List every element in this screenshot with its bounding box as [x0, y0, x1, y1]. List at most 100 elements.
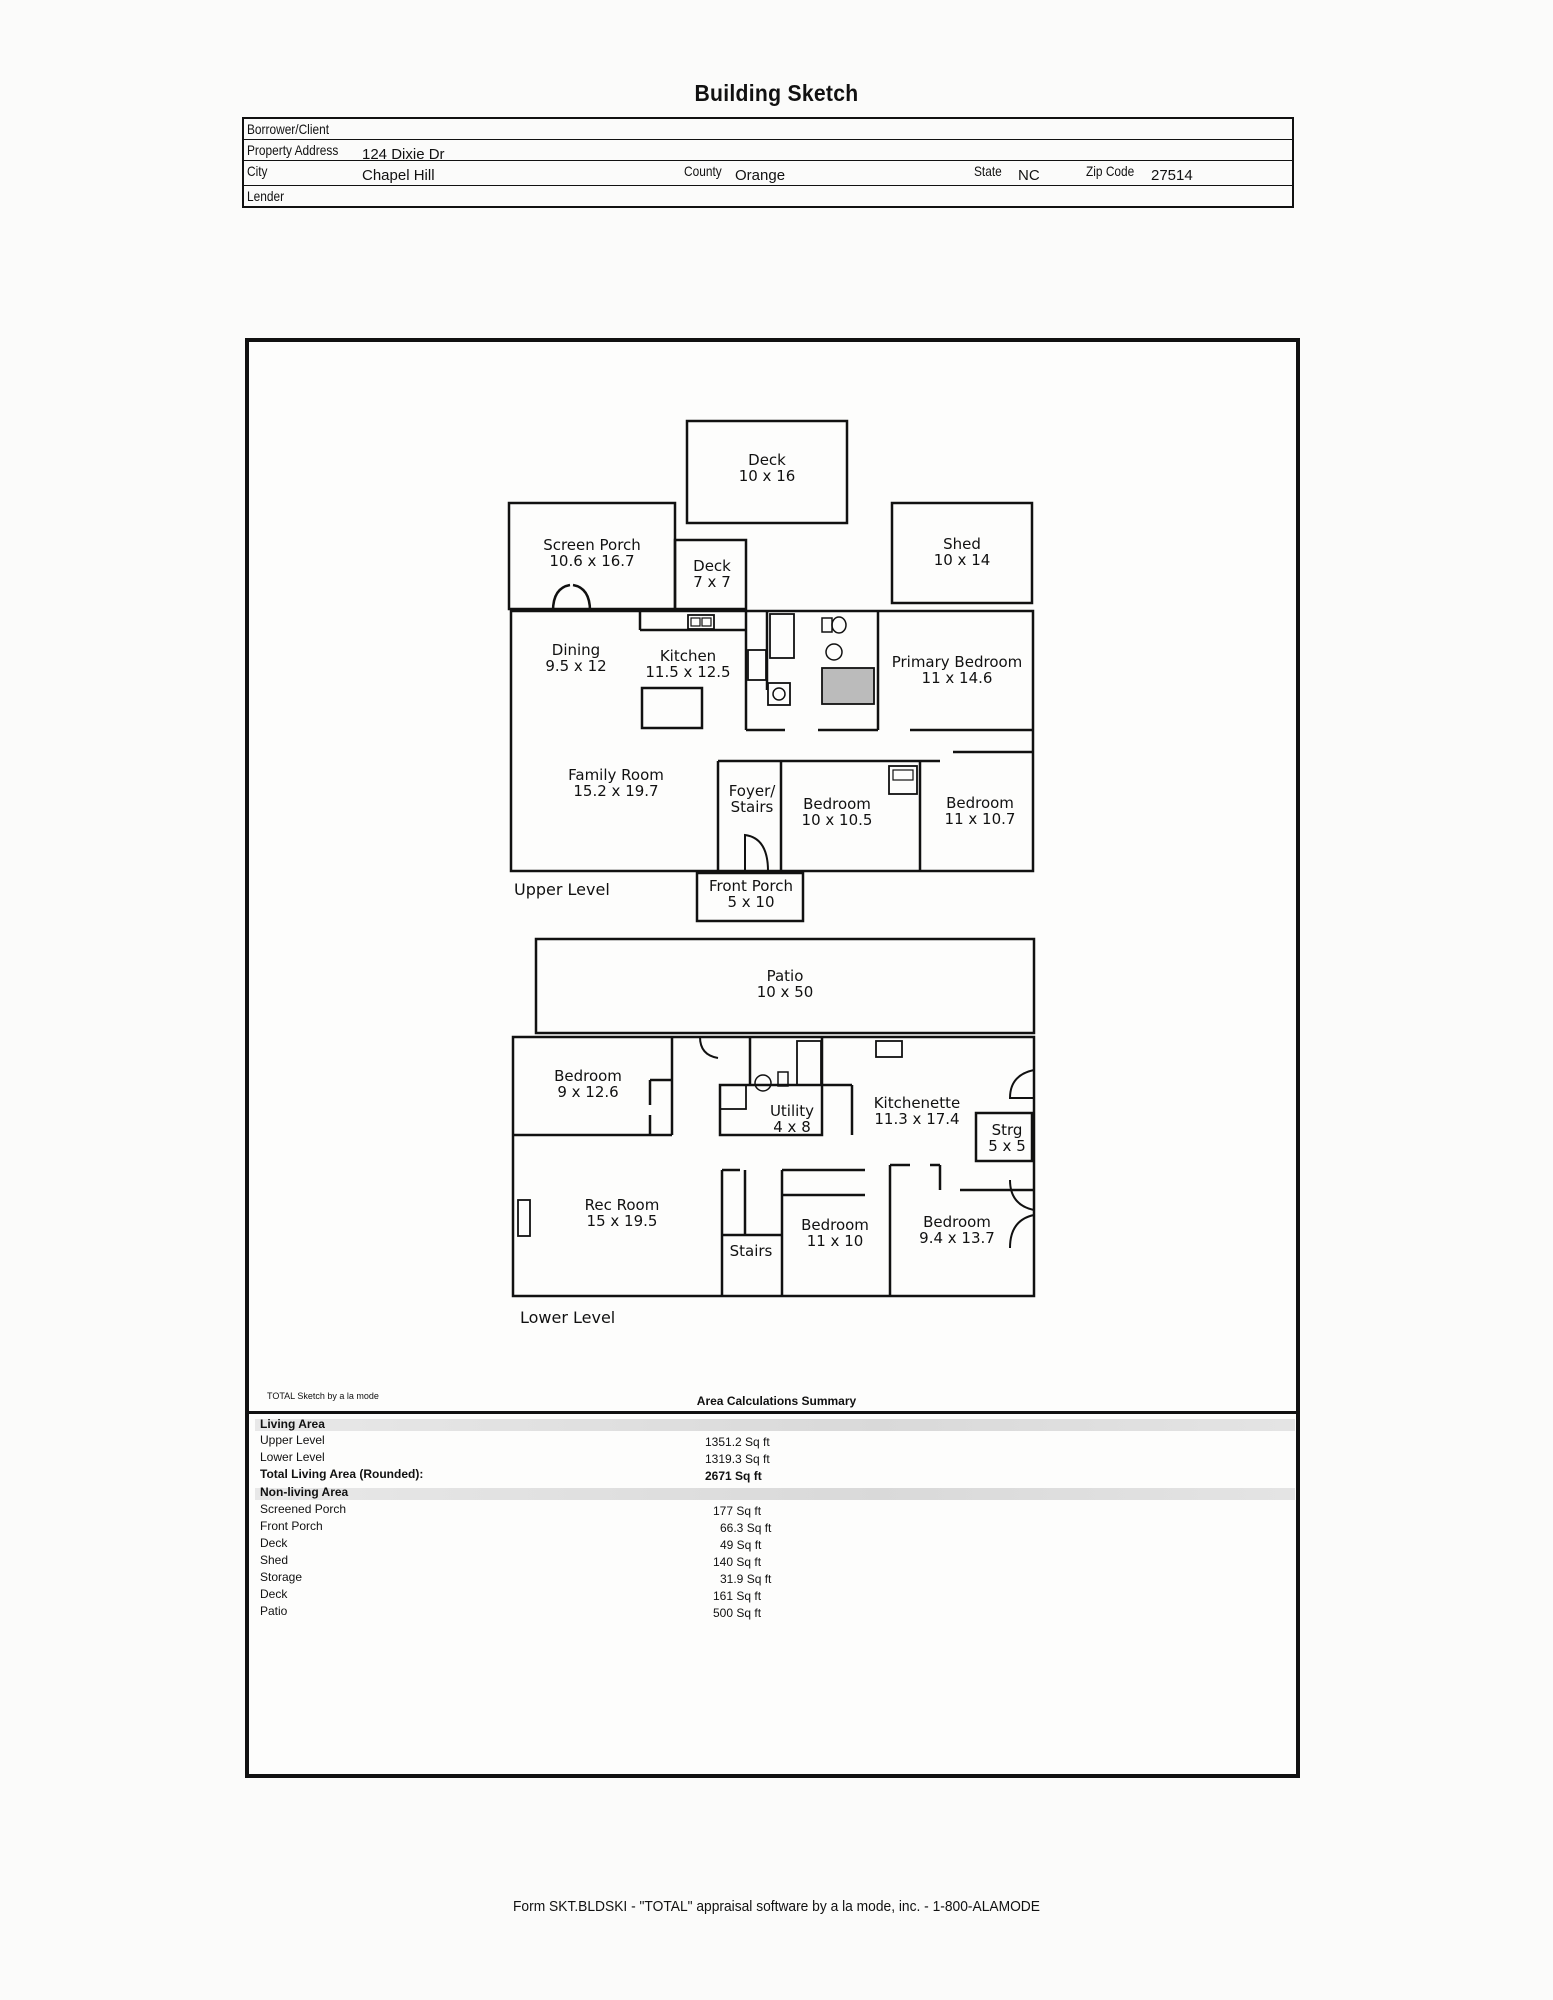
- patio-area-value: 500 Sq ft: [713, 1606, 762, 1620]
- room-kitchenette-dims: 11.3 x 17.4: [874, 1110, 959, 1128]
- lower-level-area-label: Lower Level: [260, 1450, 325, 1464]
- room-dining-dims: 9.5 x 12: [545, 657, 606, 675]
- room-deck-top-dims: 10 x 16: [739, 467, 796, 485]
- lower-house-outline: [511, 1035, 1036, 1298]
- room-foyer-dims: Stairs: [731, 798, 774, 816]
- living-band: [255, 1419, 1295, 1431]
- room-screen-porch-dims: 10.6 x 16.7: [549, 552, 634, 570]
- county-label: County: [684, 163, 722, 179]
- room-storage-dims: 5 x 5: [988, 1137, 1026, 1155]
- city-value: Chapel Hill: [362, 167, 435, 184]
- state-value: NC: [1018, 167, 1040, 184]
- property-info-table: Borrower/Client Property Address 124 Dix…: [242, 117, 1294, 208]
- total-living-label: Total Living Area (Rounded):: [260, 1467, 424, 1481]
- room-family-room-name: Family Room: [568, 766, 664, 784]
- room-screen-porch-name: Screen Porch: [543, 536, 641, 554]
- room-bedroom-low1-name: Bedroom: [554, 1067, 622, 1085]
- shed-area-value: 140 Sq ft: [713, 1555, 762, 1569]
- deck-area-label: Deck: [260, 1536, 288, 1550]
- address-row: Property Address 124 Dixie Dr: [244, 140, 1292, 163]
- room-deck-small-dims: 7 x 7: [693, 573, 731, 591]
- room-bedroom-low2-name: Bedroom: [801, 1216, 869, 1234]
- room-patio-dims: 10 x 50: [757, 983, 814, 1001]
- room-bedroom-up1-name: Bedroom: [803, 795, 871, 813]
- room-patio-name: Patio: [767, 967, 804, 985]
- upper-level-label: Upper Level: [514, 880, 610, 899]
- room-rec-room-name: Rec Room: [585, 1196, 660, 1214]
- nonliving-header: Non-living Area: [260, 1485, 349, 1499]
- nonliving-band: [255, 1488, 1295, 1500]
- storage-area-label: Storage: [260, 1570, 303, 1584]
- lender-label: Lender: [247, 188, 285, 204]
- room-bedroom-low3-name: Bedroom: [923, 1213, 991, 1231]
- room-bedroom-up2-name: Bedroom: [946, 794, 1014, 812]
- sketch-frame: [245, 338, 1300, 1778]
- form-footer: Form SKT.BLDSKI - "TOTAL" appraisal soft…: [513, 1898, 1040, 1915]
- room-kitchen-dims: 11.5 x 12.5: [645, 663, 730, 681]
- sketch-credit: TOTAL Sketch by a la mode: [267, 1391, 379, 1401]
- room-dining-name: Dining: [552, 641, 600, 659]
- room-family-room-dims: 15.2 x 19.7: [573, 782, 658, 800]
- deck2-area-label: Deck: [260, 1587, 288, 1601]
- deck-top-outline: [685, 419, 849, 525]
- room-front-porch-name: Front Porch: [709, 877, 793, 895]
- lower-level-label: Lower Level: [520, 1308, 615, 1327]
- room-utility-dims: 4 x 8: [773, 1118, 811, 1136]
- front-porch-outline: [695, 871, 805, 923]
- floor-plan: Deck 10 x 16 Screen Porch 10.6 x 16.7 De…: [507, 419, 1036, 1327]
- zip-label: Zip Code: [1086, 163, 1135, 179]
- lender-row: Lender: [244, 186, 1292, 206]
- storage-area-value: 31.9 Sq ft: [720, 1572, 772, 1586]
- screened-porch-value: 177 Sq ft: [713, 1504, 762, 1518]
- address-label: Property Address: [247, 142, 339, 158]
- room-primary-bedroom-name: Primary Bedroom: [892, 653, 1023, 671]
- room-stairs-name: Stairs: [730, 1242, 773, 1260]
- patio-area-label: Patio: [260, 1604, 288, 1618]
- room-deck-top-name: Deck: [748, 451, 786, 469]
- living-header: Living Area: [260, 1417, 325, 1431]
- city-row: City Chapel Hill County Orange State NC …: [244, 161, 1292, 186]
- storage-outline: [974, 1111, 1034, 1163]
- page-title: Building Sketch: [694, 80, 859, 106]
- upper-level-area-label: Upper Level: [260, 1433, 325, 1447]
- borrower-label: Borrower/Client: [247, 121, 330, 137]
- room-bedroom-up1-dims: 10 x 10.5: [802, 811, 873, 829]
- deck-small-outline: [673, 538, 748, 611]
- room-kitchen-name: Kitchen: [660, 647, 716, 665]
- summary-title: Area Calculations Summary: [696, 1394, 857, 1408]
- borrower-row: Borrower/Client: [244, 119, 1292, 140]
- deck2-area-value: 161 Sq ft: [713, 1589, 762, 1603]
- lower-level-area-value: 1319.3 Sq ft: [705, 1452, 770, 1466]
- screened-porch-label: Screened Porch: [260, 1502, 347, 1516]
- room-bedroom-low2-dims: 11 x 10: [807, 1232, 864, 1250]
- city-label: City: [247, 163, 268, 179]
- shed-area-label: Shed: [260, 1553, 289, 1567]
- room-utility-name: Utility: [770, 1102, 814, 1120]
- room-primary-bedroom-dims: 11 x 14.6: [922, 669, 993, 687]
- lower-level-plan: [511, 937, 1036, 1298]
- upper-house-outline: [509, 609, 1035, 873]
- room-shed-dims: 10 x 14: [934, 551, 991, 569]
- summary-divider: [249, 1411, 1296, 1414]
- shed-outline: [890, 501, 1034, 605]
- room-storage-name: Strg: [992, 1121, 1023, 1139]
- county-value: Orange: [735, 167, 786, 184]
- patio-outline: [534, 937, 1036, 1035]
- room-kitchenette-name: Kitchenette: [874, 1094, 961, 1112]
- upper-level-plan: [507, 419, 1035, 923]
- front-porch-value: 66.3 Sq ft: [720, 1521, 772, 1535]
- room-rec-room-dims: 15 x 19.5: [587, 1212, 658, 1230]
- room-shed-name: Shed: [943, 535, 981, 553]
- room-bedroom-low3-dims: 9.4 x 13.7: [919, 1229, 995, 1247]
- deck-area-value: 49 Sq ft: [720, 1538, 762, 1552]
- room-bedroom-up2-dims: 11 x 10.7: [945, 810, 1016, 828]
- room-front-porch-dims: 5 x 10: [727, 893, 774, 911]
- room-bedroom-low1-dims: 9 x 12.6: [557, 1083, 618, 1101]
- room-deck-small-name: Deck: [693, 557, 731, 575]
- total-living-value: 2671 Sq ft: [705, 1469, 762, 1483]
- upper-level-area-value: 1351.2 Sq ft: [705, 1435, 770, 1449]
- room-foyer-name: Foyer/: [729, 782, 777, 800]
- state-label: State: [974, 163, 1002, 179]
- address-value: 124 Dixie Dr: [362, 146, 445, 163]
- front-porch-label: Front Porch: [260, 1519, 323, 1533]
